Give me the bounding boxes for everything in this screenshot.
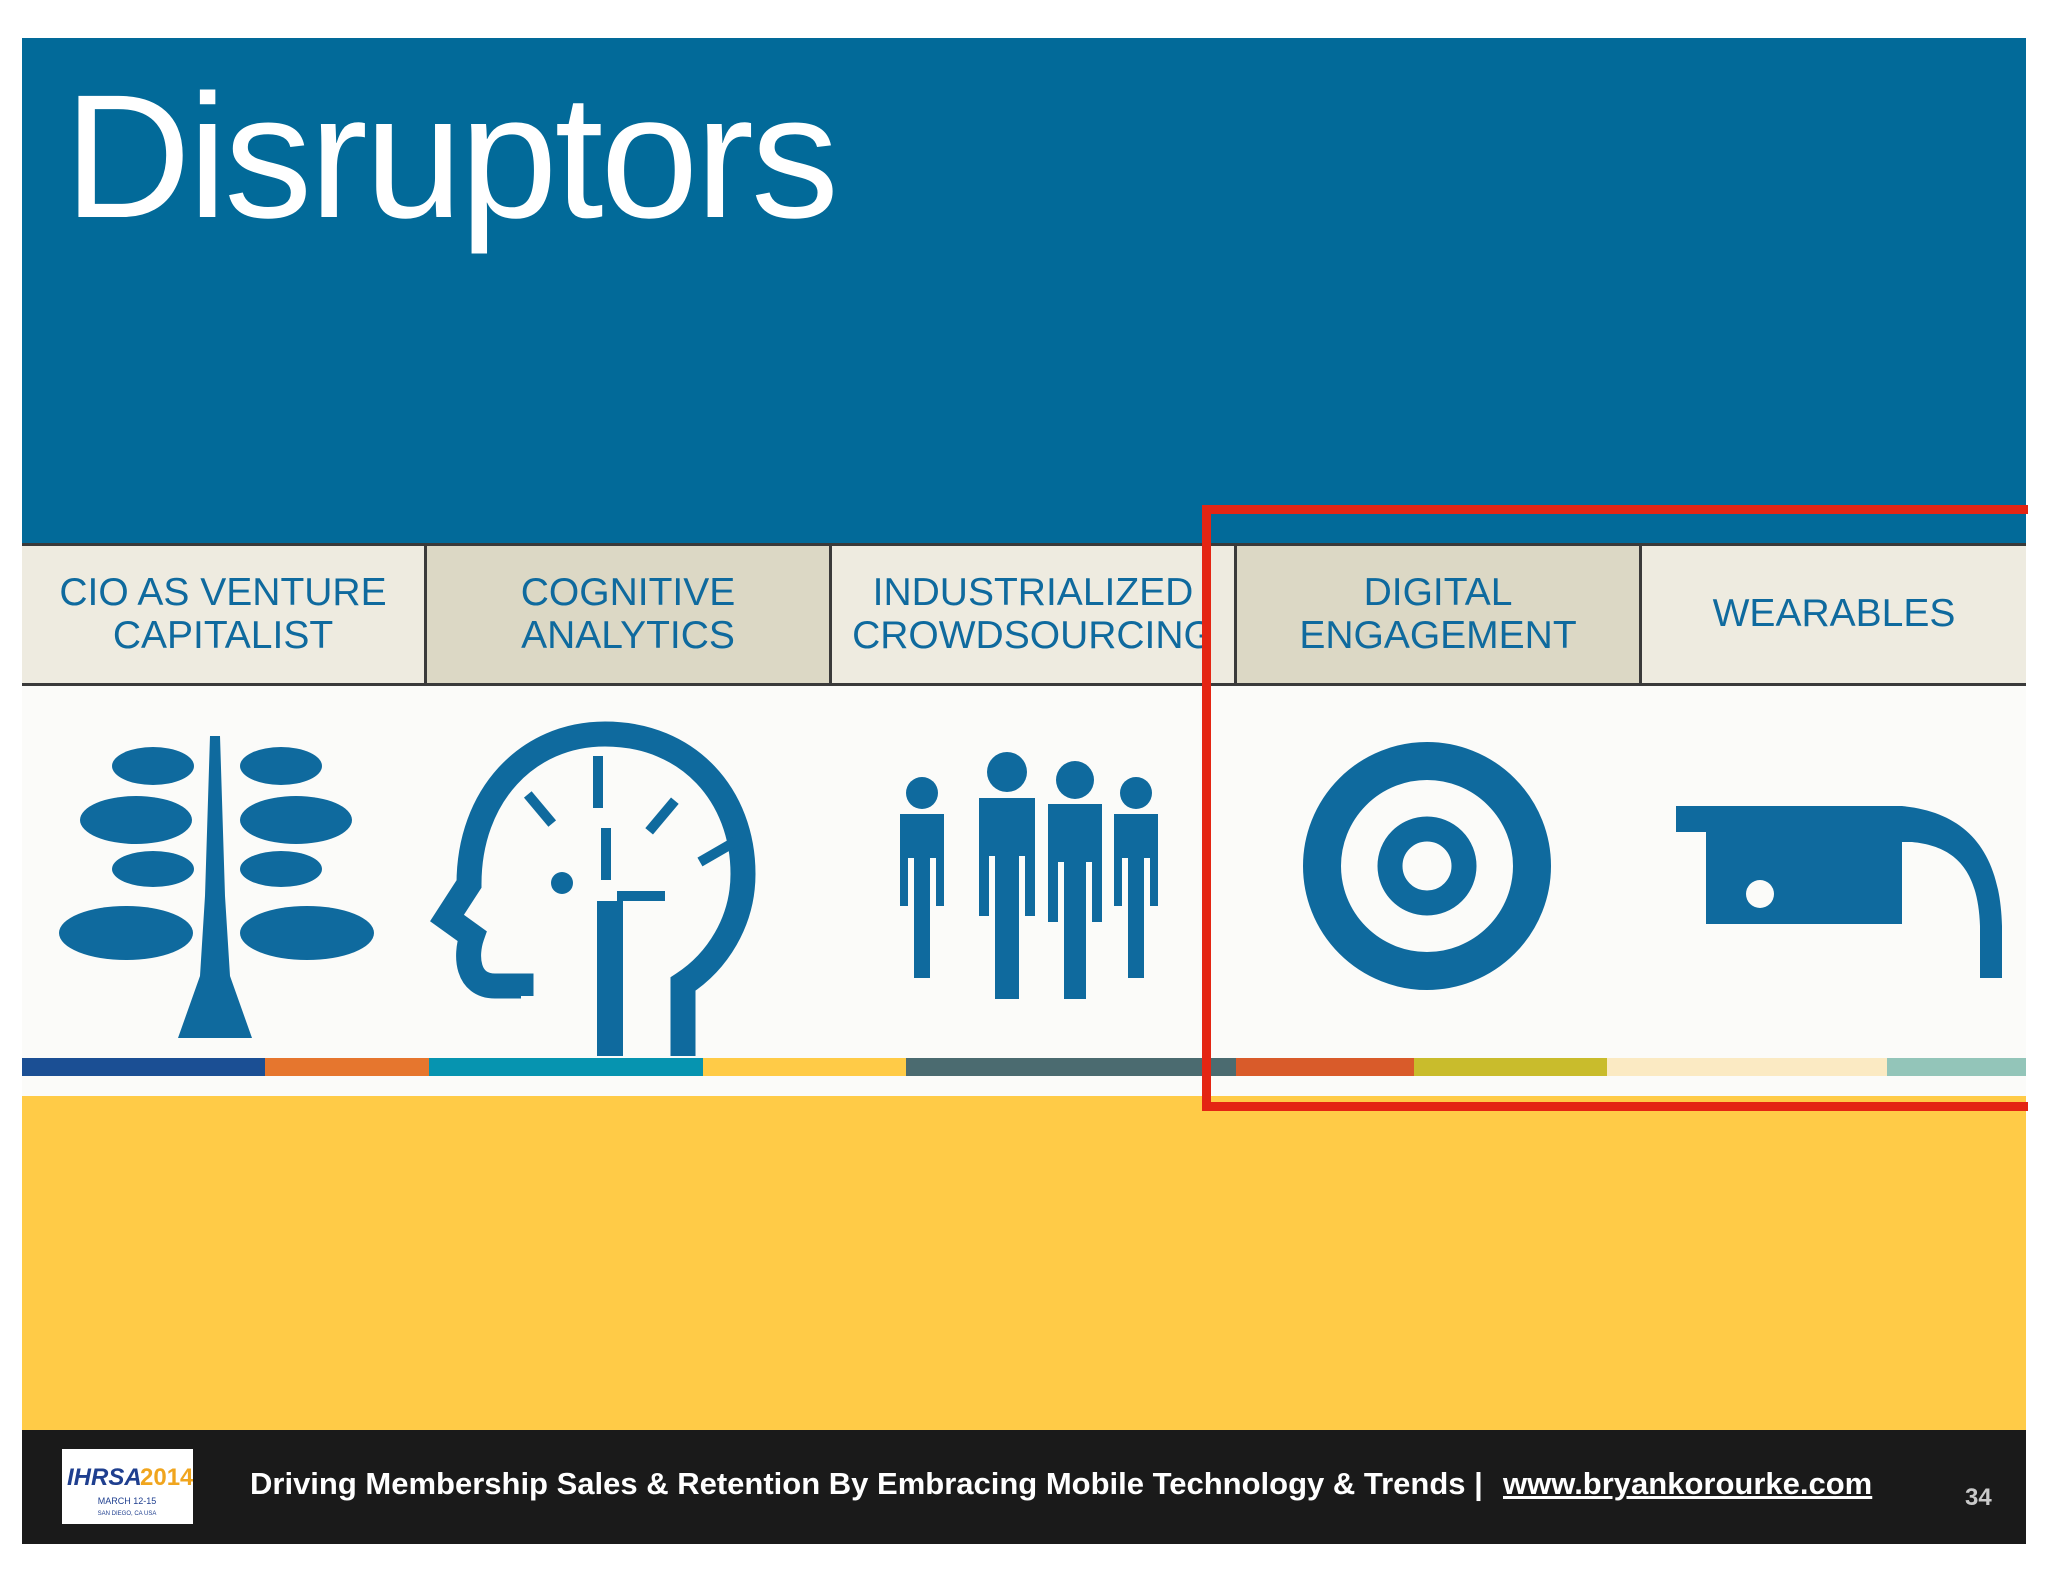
page-number: 34 bbox=[1965, 1484, 1992, 1511]
title-band: Disruptors bbox=[22, 38, 2026, 543]
strip-segment bbox=[1414, 1058, 1607, 1076]
wearable-band-icon bbox=[1642, 686, 2026, 1096]
category-line-2: ANALYTICS bbox=[521, 613, 735, 657]
color-strip bbox=[22, 1058, 2026, 1076]
highlight-box bbox=[1202, 505, 2028, 1111]
crowd-icon bbox=[832, 686, 1237, 1096]
logo-wordmark: IHRSA bbox=[67, 1464, 142, 1491]
strip-segment bbox=[429, 1058, 703, 1076]
strip-segment bbox=[1887, 1058, 2026, 1076]
logo-location: SAN DIEGO, CA USA bbox=[98, 1511, 157, 1517]
footer-bar: IHRSA 2014 MARCH 12-15 SAN DIEGO, CA USA… bbox=[22, 1430, 2026, 1544]
footer-tagline: Driving Membership Sales & Retention By … bbox=[250, 1466, 1483, 1501]
category-line-1: CIO AS VENTURE bbox=[59, 571, 387, 615]
category-line-2: ENGAGEMENT bbox=[1299, 613, 1577, 657]
strip-segment bbox=[1607, 1058, 1887, 1076]
category-line-2: CROWDSOURCING bbox=[852, 613, 1214, 657]
tree-icon bbox=[22, 686, 427, 1096]
head-gears-icon bbox=[427, 686, 832, 1096]
logo-year: 2014 bbox=[140, 1464, 193, 1491]
strip-segment bbox=[1236, 1058, 1414, 1076]
slide-title: Disruptors bbox=[64, 59, 839, 255]
category-line-1: DIGITAL bbox=[1363, 571, 1513, 615]
category-line-2: CAPITALIST bbox=[112, 613, 334, 657]
strip-segment bbox=[22, 1058, 265, 1076]
ihrsa-logo: IHRSA 2014 MARCH 12-15 SAN DIEGO, CA USA bbox=[62, 1449, 194, 1524]
category-line-1: INDUSTRIALIZED bbox=[872, 571, 1194, 615]
logo-date: MARCH 12-15 bbox=[98, 1496, 157, 1506]
category-header-wearables: WEARABLES bbox=[1642, 546, 2026, 683]
strip-segment bbox=[265, 1058, 429, 1076]
strip-segment bbox=[906, 1058, 1236, 1076]
category-line-1: COGNITIVE bbox=[520, 571, 736, 615]
strip-segment bbox=[703, 1058, 906, 1076]
category-line-1: WEARABLES bbox=[1712, 592, 1956, 636]
icon-row bbox=[22, 686, 2026, 1096]
website-link[interactable]: www.bryankorourke.com bbox=[1503, 1466, 1873, 1501]
target-icon bbox=[1237, 686, 1642, 1096]
